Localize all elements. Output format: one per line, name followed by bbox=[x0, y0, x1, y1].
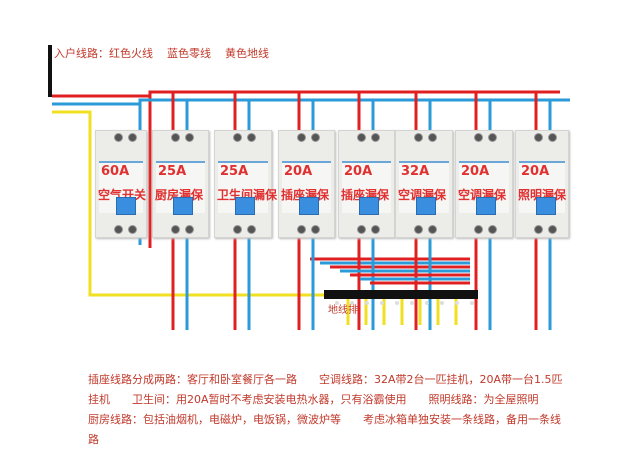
breaker-rating: 20A bbox=[284, 164, 313, 179]
breaker-rating: 20A bbox=[521, 164, 550, 179]
breaker-rating: 25A bbox=[158, 164, 187, 179]
top-terminal-screw bbox=[171, 133, 180, 142]
bottom-terminal-screw bbox=[185, 225, 194, 234]
top-terminal-screw bbox=[114, 133, 123, 142]
breaker-switch[interactable] bbox=[116, 197, 136, 215]
top-terminal-screw bbox=[247, 133, 256, 142]
breaker-3: 25A 卫生间漏保 bbox=[214, 130, 277, 238]
breaker-8: 20A 照明漏保 bbox=[515, 130, 569, 238]
incoming-bar bbox=[48, 45, 52, 97]
top-terminal-screw bbox=[428, 133, 437, 142]
wiring-notes: 插座线路分成两路：客厅和卧室餐厅各一路 空调线路：32A带2台一匹挂机，20A带… bbox=[88, 373, 563, 446]
top-terminal-screw bbox=[548, 133, 557, 142]
bottom-terminal-screw bbox=[171, 225, 180, 234]
top-terminal-screw bbox=[488, 133, 497, 142]
bottom-terminal-screw bbox=[488, 225, 497, 234]
top-terminal-screw bbox=[357, 133, 366, 142]
ground-bar bbox=[324, 290, 478, 305]
bottom-terminal-screw bbox=[357, 225, 366, 234]
top-terminal-screw bbox=[233, 133, 242, 142]
breaker-label: 卫生间漏保 bbox=[217, 188, 278, 202]
breaker-7: 20A 空调漏保 bbox=[455, 130, 513, 238]
ground-bar-label: 地线排 bbox=[328, 305, 358, 316]
bottom-terminal-screw bbox=[428, 225, 437, 234]
bottom-terminal-screw bbox=[247, 225, 256, 234]
top-terminal-screw bbox=[371, 133, 380, 142]
breaker-switch[interactable] bbox=[416, 197, 436, 215]
bottom-terminal-screw bbox=[474, 225, 483, 234]
breaker-switch[interactable] bbox=[173, 197, 193, 215]
bus-live-wire bbox=[148, 90, 560, 96]
bottom-terminal-screw bbox=[114, 225, 123, 234]
main-ground-wire bbox=[52, 110, 324, 297]
top-terminal-screw bbox=[474, 133, 483, 142]
breaker-2: 25A 厨房漏保 bbox=[152, 130, 209, 238]
breaker-switch[interactable] bbox=[359, 197, 379, 215]
breaker-rating: 60A bbox=[101, 164, 130, 179]
breaker-4: 20A 插座漏保 bbox=[278, 130, 335, 238]
breaker-rating: 20A bbox=[344, 164, 373, 179]
breaker-rating: 20A bbox=[461, 164, 490, 179]
bottom-terminal-screw bbox=[311, 225, 320, 234]
breaker-switch[interactable] bbox=[235, 197, 255, 215]
bottom-terminal-screw bbox=[233, 225, 242, 234]
bottom-terminal-screw bbox=[128, 225, 137, 234]
top-terminal-screw bbox=[128, 133, 137, 142]
bottom-terminal-screw bbox=[534, 225, 543, 234]
top-terminal-screw bbox=[297, 133, 306, 142]
breaker-5: 20A 插座漏保 bbox=[338, 130, 395, 238]
breaker-switch[interactable] bbox=[536, 197, 556, 215]
breaker-6: 32A 空调漏保 bbox=[395, 130, 453, 238]
bottom-terminal-screw bbox=[297, 225, 306, 234]
breaker-1: 60A 空气开关 bbox=[95, 130, 147, 238]
top-terminal-screw bbox=[185, 133, 194, 142]
wire-color-legend: 入户线路：红色火线 蓝色零线 黄色地线 bbox=[54, 47, 269, 60]
bus-neutral-wire bbox=[138, 98, 570, 104]
bottom-terminal-screw bbox=[548, 225, 557, 234]
top-terminal-screw bbox=[414, 133, 423, 142]
bottom-terminal-screw bbox=[414, 225, 423, 234]
breaker-rating: 32A bbox=[401, 164, 430, 179]
breaker-switch[interactable] bbox=[299, 197, 319, 215]
breaker-switch[interactable] bbox=[476, 197, 496, 215]
top-terminal-screw bbox=[311, 133, 320, 142]
breaker-rating: 25A bbox=[220, 164, 249, 179]
top-terminal-screw bbox=[534, 133, 543, 142]
bottom-terminal-screw bbox=[371, 225, 380, 234]
